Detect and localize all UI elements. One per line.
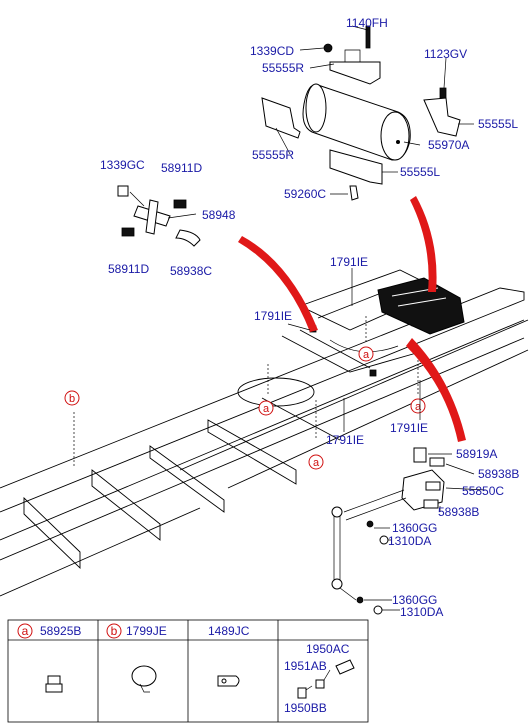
- legend-table: a 58925B b 1799JE 1489JC 1950AC 1951AB 1…: [7, 619, 369, 723]
- svg-text:b: b: [111, 624, 118, 638]
- label-1339GC[interactable]: 1339GC: [100, 158, 145, 172]
- label-1791IE-top[interactable]: 1791IE: [330, 255, 368, 269]
- pointer-top-right: [410, 196, 437, 292]
- label-1310DA-1[interactable]: 1310DA: [388, 534, 431, 548]
- svg-text:a: a: [22, 624, 29, 638]
- label-1140FH[interactable]: 1140FH: [346, 16, 388, 30]
- air-tank-assembly: [261, 25, 474, 201]
- legend-a-marker: a: [17, 623, 33, 639]
- callout-b[interactable]: b: [64, 390, 80, 406]
- label-1791IE-left[interactable]: 1791IE: [254, 309, 292, 323]
- valve-assembly: [331, 447, 487, 615]
- label-1310DA-2[interactable]: 1310DA: [400, 605, 443, 619]
- label-1123GV[interactable]: 1123GV: [424, 47, 467, 61]
- label-1791IE-right[interactable]: 1791IE: [390, 421, 428, 435]
- label-55555L-bottom[interactable]: 55555L: [400, 165, 440, 179]
- callout-a-1[interactable]: a: [258, 400, 274, 416]
- label-55850C[interactable]: 55850C: [462, 484, 504, 498]
- label-58938B-2[interactable]: 58938B: [438, 505, 479, 519]
- p-clip-icon: [217, 675, 240, 687]
- legend-code-1489JC[interactable]: 1489JC: [208, 624, 250, 638]
- legend-code-1799JE[interactable]: 1799JE: [126, 624, 167, 638]
- label-58938C[interactable]: 58938C: [170, 264, 212, 278]
- pointer-bottom-right: [406, 338, 466, 442]
- label-1339CD[interactable]: 1339CD: [250, 44, 294, 58]
- cross-fitting-group: [117, 185, 201, 247]
- label-1791IE-mid[interactable]: 1791IE: [326, 433, 364, 447]
- pointer-left: [238, 236, 318, 332]
- label-58911D-top[interactable]: 58911D: [161, 161, 202, 175]
- svg-text:a: a: [363, 349, 370, 361]
- svg-text:a: a: [263, 403, 270, 415]
- label-59260C[interactable]: 59260C: [284, 187, 326, 201]
- label-55555R-left[interactable]: 55555R: [252, 148, 294, 162]
- label-1360GG-2[interactable]: 1360GG: [392, 593, 437, 607]
- label-55555R-top[interactable]: 55555R: [262, 61, 304, 75]
- label-58911D-bottom[interactable]: 58911D: [108, 262, 149, 276]
- label-58938B-1[interactable]: 58938B: [478, 467, 519, 481]
- callout-a-3[interactable]: a: [410, 398, 426, 414]
- label-58919A[interactable]: 58919A: [456, 447, 497, 461]
- legend-b-marker: b: [106, 623, 122, 639]
- label-55970A[interactable]: 55970A: [428, 138, 469, 152]
- callout-a-2[interactable]: a: [358, 346, 374, 362]
- callout-a-4[interactable]: a: [308, 454, 324, 470]
- legend-code-1950BB[interactable]: 1950BB: [284, 701, 327, 715]
- connector-parts-icon: [297, 659, 355, 699]
- svg-text:b: b: [69, 393, 75, 405]
- label-1360GG-1[interactable]: 1360GG: [392, 521, 437, 535]
- legend-code-1951AB[interactable]: 1951AB: [284, 659, 327, 673]
- chassis-frame: [0, 269, 529, 597]
- svg-text:a: a: [415, 401, 422, 413]
- hose-clamp-icon: [131, 665, 157, 693]
- legend-code-1950AC[interactable]: 1950AC: [306, 642, 350, 656]
- svg-text:a: a: [313, 457, 320, 469]
- label-58948[interactable]: 58948: [202, 208, 236, 222]
- plug-fitting-icon: [45, 675, 63, 693]
- legend-code-58925B[interactable]: 58925B: [40, 624, 81, 638]
- label-55555L-right[interactable]: 55555L: [478, 117, 518, 131]
